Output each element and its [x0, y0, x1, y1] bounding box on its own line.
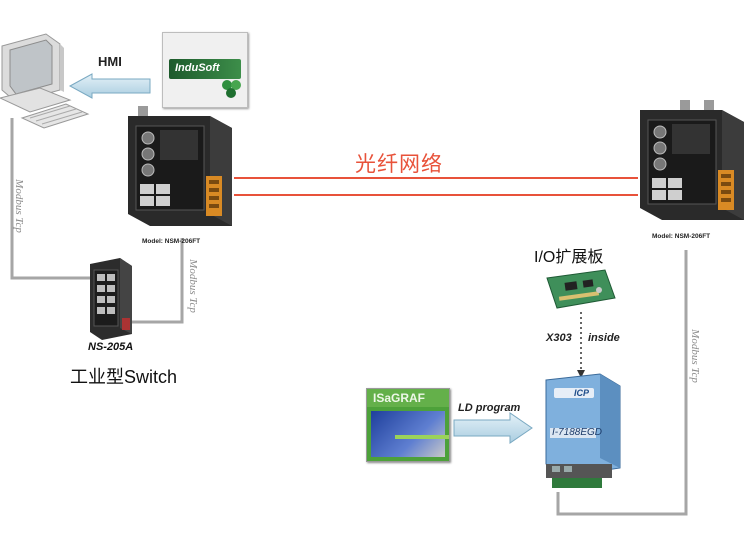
io-dotted-arrowhead	[577, 370, 585, 378]
media-converter-icon	[128, 106, 232, 226]
nsm-206ft-left-device	[128, 106, 232, 232]
switch-model-label: NS-205A	[88, 341, 134, 353]
industrial-switch-icon	[90, 258, 132, 340]
inside-label: inside	[588, 332, 620, 344]
cable-switch-to-nsm	[124, 238, 184, 324]
modbus-label-middle: Modbus Tcp	[186, 259, 199, 313]
switch-caption: 工业型Switch	[70, 367, 178, 387]
ld-program-arrow	[453, 412, 533, 444]
ld-program-label: LD program	[458, 402, 521, 414]
model-label-left: Model: NSM-206FT	[142, 238, 201, 245]
isagraf-logo: ISaGRAF	[366, 388, 450, 462]
plc-model-label: I-7188EGD	[552, 427, 603, 438]
modbus-label-right: Modbus Tcp	[688, 329, 701, 383]
icp-logo: ICP	[574, 388, 590, 398]
fiber-network-label: 光纤网络	[355, 153, 443, 176]
indusoft-logo: InduSoft	[162, 32, 248, 108]
cable-nsm-to-plc	[556, 250, 688, 516]
indusoft-logo-text: InduSoft	[175, 62, 220, 74]
media-converter-icon	[640, 100, 744, 220]
plc-module-icon	[545, 373, 621, 488]
x303-label: X303	[546, 332, 572, 344]
hmi-label: HMI	[98, 54, 122, 69]
io-board-icon	[546, 269, 616, 309]
modbus-label-left: Modbus Tcp	[12, 179, 25, 233]
hmi-computer-icon	[0, 33, 90, 129]
io-board-label: I/O扩展板	[534, 249, 604, 266]
plc-module: ICP I-7188EGD	[538, 372, 622, 492]
model-label-right: Model: NSM-206FT	[652, 233, 711, 240]
indusoft-mark-icon	[222, 80, 241, 98]
hmi-arrow	[68, 73, 151, 99]
nsm-206ft-right-device	[640, 100, 744, 226]
isagraf-logo-text: ISaGRAF	[373, 391, 426, 405]
cable-pc-to-switch	[10, 118, 92, 280]
